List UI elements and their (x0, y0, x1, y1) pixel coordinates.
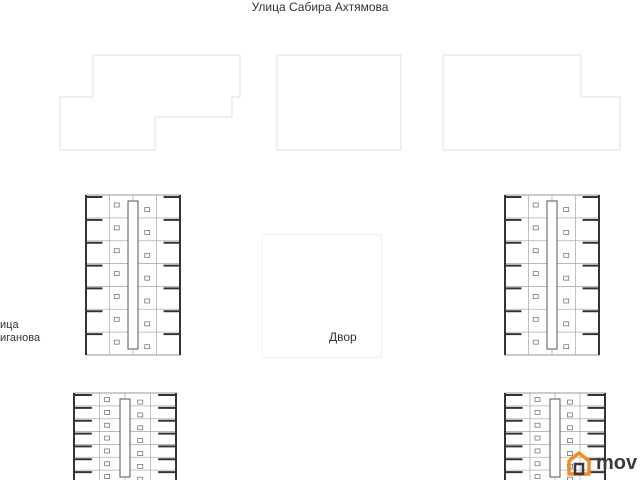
yard-label: Двор (329, 330, 357, 344)
building-outline-center (276, 54, 402, 151)
street-name-left-line2: иганова (0, 332, 41, 344)
logo-house-icon (567, 451, 591, 476)
street-name-left-line1: ица (0, 319, 19, 331)
building-outline-right (442, 54, 621, 151)
street-name-left: ица иганова (0, 319, 40, 345)
building-outline-left (59, 54, 241, 151)
floor-plan-section-top-left (85, 194, 181, 356)
street-name-top: Улица Сабира Ахтямова (251, 0, 389, 14)
floor-plan-section-top-right (504, 194, 600, 356)
movo-logo: mov (566, 448, 640, 478)
yard-area (262, 234, 382, 358)
logo-text: mov (596, 451, 638, 474)
floor-plan-section-bottom-right (504, 392, 606, 480)
floor-plan-section-bottom-left (73, 392, 177, 480)
